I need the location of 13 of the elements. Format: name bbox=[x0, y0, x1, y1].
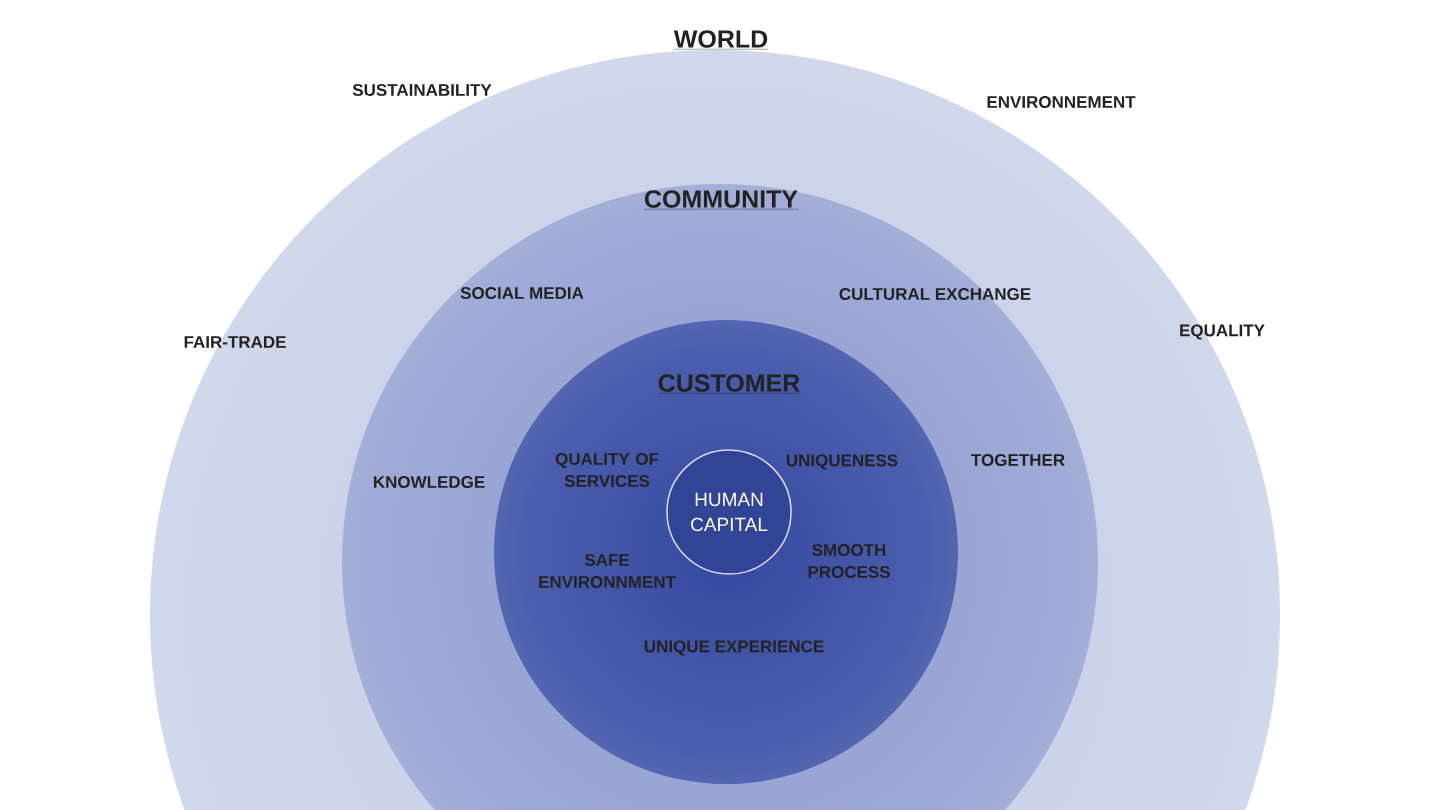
value-label: SUSTAINABILITY bbox=[352, 84, 492, 96]
value-label: TOGETHER bbox=[971, 454, 1065, 466]
value-label: ENVIRONNEMENT bbox=[987, 96, 1136, 108]
value-label: KNOWLEDGE bbox=[373, 476, 485, 488]
value-label: FAIR-TRADE bbox=[184, 336, 286, 348]
value-label: EQUALITY bbox=[1180, 324, 1265, 340]
ring-heading: CUSTOMER bbox=[657, 374, 801, 394]
value-label: SMOOTH PROCESS bbox=[808, 544, 890, 578]
value-label: UNIQUE EXPERIENCE bbox=[644, 640, 824, 656]
ring-heading: WORLD bbox=[673, 30, 769, 50]
value-label: CULTURAL EXCHANGE bbox=[839, 288, 1031, 300]
ring-heading: COMMUNITY bbox=[643, 190, 799, 210]
value-label: SOCIAL MEDIA bbox=[460, 286, 584, 299]
